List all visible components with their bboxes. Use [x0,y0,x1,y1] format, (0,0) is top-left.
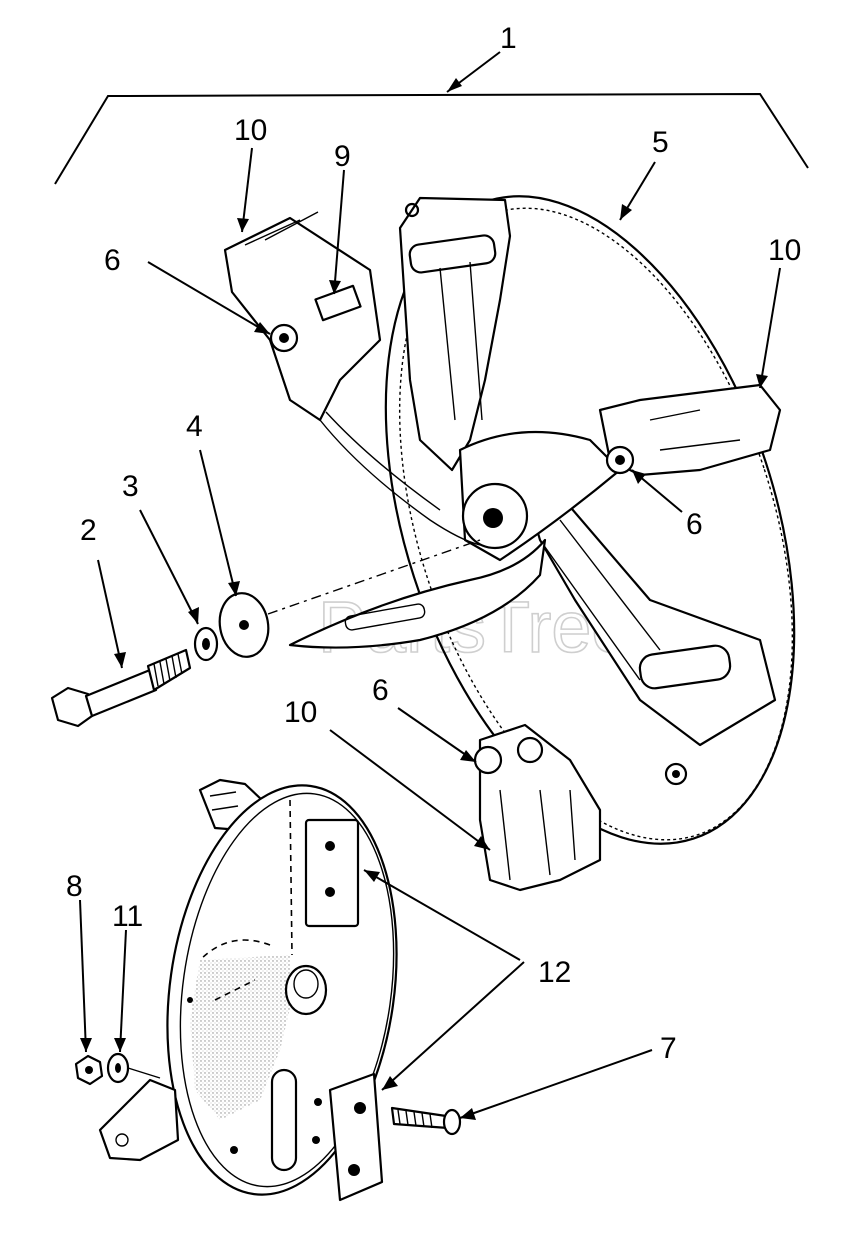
callout-7: 7 [660,1032,677,1065]
callout-12: 12 [538,956,571,989]
callout-1: 1 [500,22,517,55]
callout-5: 5 [652,126,669,159]
callout-10-bottom: 10 [284,696,317,729]
callout-9: 9 [334,140,351,173]
leader-lines [79,147,781,1120]
callout-4: 4 [186,410,203,443]
callout-11: 11 [112,900,143,933]
callout-3: 3 [122,470,139,503]
callout-6-upper-left: 6 [104,244,121,277]
callout-2: 2 [80,514,97,547]
bolt-stack [50,539,481,728]
callouts: 1 2 3 4 5 6 6 6 7 8 9 10 10 10 11 12 [66,22,801,1065]
callout-8: 8 [66,870,83,903]
rotor-plate-assembly [223,195,796,892]
callout-6-right: 6 [686,508,703,541]
callout-10-right: 10 [768,234,801,267]
callout-10-top-left: 10 [234,114,267,147]
assembly-bracket [54,51,809,185]
backing-plate-assembly [74,778,462,1202]
callout-6-bottom: 6 [372,674,389,707]
